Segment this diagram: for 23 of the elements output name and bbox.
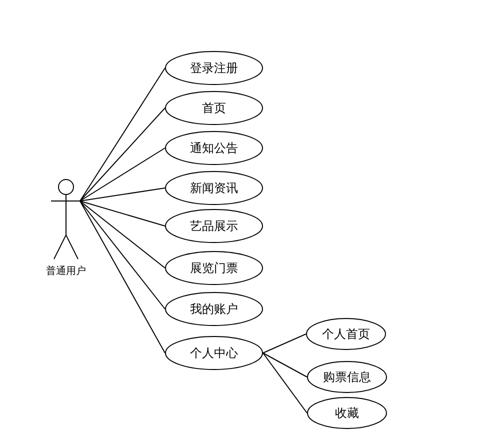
connector-line (262, 352, 308, 378)
actor-label: 普通用户 (46, 264, 86, 278)
connector-line (262, 334, 306, 354)
use-case-ellipse: 个人首页 (306, 318, 386, 350)
use-case-ellipse: 通知公告 (165, 131, 263, 165)
use-case-ellipse: 艺品展示 (165, 209, 263, 243)
use-case-ellipse: 购票信息 (307, 361, 387, 393)
connector-line (80, 148, 166, 202)
use-case-ellipse: 收藏 (307, 397, 387, 429)
use-case-ellipse: 个人中心 (165, 336, 263, 370)
connector-line (80, 188, 166, 202)
connector-line (80, 200, 166, 268)
connector-line (80, 200, 166, 354)
connector-line (80, 68, 166, 202)
connector-line (80, 200, 166, 310)
use-case-ellipse: 新闻资讯 (165, 171, 263, 205)
use-case-ellipse: 展览门票 (165, 251, 263, 285)
connector-line (262, 352, 308, 414)
use-case-ellipse: 我的账户 (165, 292, 263, 326)
use-case-ellipse: 登录注册 (165, 51, 263, 85)
connector-line (80, 108, 166, 202)
connector-line (80, 200, 166, 226)
use-case-ellipse: 首页 (165, 91, 263, 125)
